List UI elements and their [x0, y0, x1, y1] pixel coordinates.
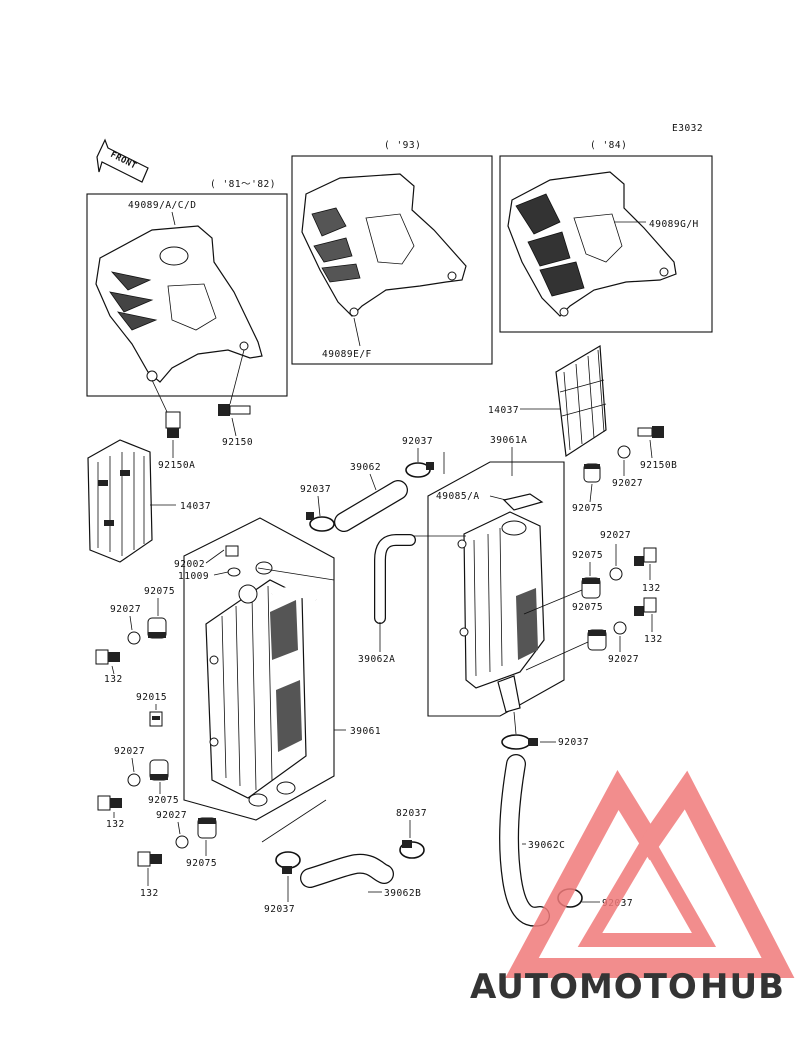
label-14037-left: 14037	[180, 501, 211, 512]
bolt-92150a	[165, 411, 181, 438]
washer-92027-top	[617, 445, 631, 459]
label-39062c: 39062C	[528, 840, 565, 851]
hose-39062	[334, 480, 408, 532]
label-92027-b: 92027	[600, 530, 631, 541]
radiator-louver-right	[555, 344, 607, 458]
year-label-93: ( '93)	[384, 140, 421, 151]
diagram-code: E3032	[672, 123, 703, 134]
label-92075-e: 92075	[148, 795, 179, 806]
label-49089acd: 49089/A/C/D	[128, 200, 196, 211]
bolt-92150b	[637, 426, 664, 438]
hose-clamp-92037-b	[306, 512, 335, 532]
grommet-92075-d	[147, 617, 167, 639]
year-label-84: ( '84)	[590, 140, 627, 151]
label-14037-top: 14037	[488, 405, 519, 416]
label-132-b: 132	[644, 634, 663, 645]
radiator-right-39061a	[457, 511, 545, 713]
label-92150: 92150	[222, 437, 253, 448]
grommet-92075-f	[197, 817, 217, 839]
label-39062a: 39062A	[358, 654, 395, 665]
hose-clamp-92037-c	[501, 734, 538, 750]
watermark-part2: HUB	[700, 967, 785, 1007]
bolt-92150	[218, 404, 251, 416]
variant-box-81-82	[86, 193, 288, 397]
label-39061a: 39061A	[490, 435, 527, 446]
label-39062: 39062	[350, 462, 381, 473]
grommet-92075-e	[149, 759, 169, 781]
label-132-d: 132	[106, 819, 125, 830]
hose-39062b	[300, 853, 394, 888]
grommet-92075-b	[581, 577, 601, 599]
label-39062b: 39062B	[384, 888, 421, 899]
hose-clamp-92037-a	[405, 462, 434, 478]
washer-92027-c	[613, 621, 627, 635]
radiator-cap-49085a	[502, 493, 544, 511]
label-92075-a: 92075	[572, 503, 603, 514]
radiator-shroud-81-82	[95, 225, 263, 383]
clip-92015	[149, 711, 163, 727]
bolt-132-a	[634, 547, 657, 566]
year-label-81-82: ( '81～'82)	[210, 179, 276, 190]
bolt-132-b	[634, 597, 657, 616]
label-11009: 11009	[178, 571, 209, 582]
label-92002: 92002	[174, 559, 205, 570]
front-arrow-icon: FRONT	[96, 138, 149, 183]
label-92015: 92015	[136, 692, 167, 703]
grommet-92075-c	[587, 629, 607, 651]
label-49089gh: 49089G/H	[649, 219, 699, 230]
label-132-a: 132	[642, 583, 661, 594]
hose-39062a	[374, 534, 416, 624]
variant-box-93	[291, 155, 493, 365]
washer-92027-d	[127, 631, 141, 645]
radiator-left-39061	[205, 561, 318, 807]
watermark-part1: AUTOMOTO	[470, 967, 698, 1007]
label-92027-c: 92027	[608, 654, 639, 665]
label-92027-e: 92027	[114, 746, 145, 757]
label-49089ef: 49089E/F	[322, 349, 372, 360]
assembly-outline-right	[427, 461, 565, 717]
label-132-c: 132	[104, 674, 123, 685]
washer-92027-b	[609, 567, 623, 581]
assembly-outline-left	[183, 517, 335, 821]
label-39061: 39061	[350, 726, 381, 737]
label-92075-b: 92075	[572, 550, 603, 561]
label-92075-f: 92075	[186, 858, 217, 869]
gasket-11009	[227, 567, 241, 577]
washer-92027-e	[127, 773, 141, 787]
label-82037: 82037	[396, 808, 427, 819]
label-92037-c: 92037	[558, 737, 589, 748]
label-92075-c: 92075	[572, 602, 603, 613]
radiator-louver-left	[87, 439, 153, 563]
washer-92027-f	[175, 835, 189, 849]
label-92037-a: 92037	[402, 436, 433, 447]
hose-clamp-92037-e	[275, 851, 301, 874]
radiator-shroud-93	[301, 173, 467, 317]
grommet-92075-a	[583, 463, 601, 483]
label-92075-d: 92075	[144, 586, 175, 597]
label-92037-b: 92037	[300, 484, 331, 495]
drain-bolt-92002	[225, 545, 239, 557]
variant-box-84	[499, 155, 713, 333]
label-92027-f: 92027	[156, 810, 187, 821]
hose-39062c	[499, 754, 550, 927]
label-92150a: 92150A	[158, 460, 195, 471]
label-92027-d: 92027	[110, 604, 141, 615]
bolt-132-e	[137, 851, 162, 867]
label-49085a: 49085/A	[436, 491, 480, 502]
label-132-e: 132	[140, 888, 159, 899]
label-92027-a: 92027	[612, 478, 643, 489]
radiator-shroud-84	[507, 171, 677, 317]
automotohub-watermark: AUTOMOTO HUB	[470, 769, 795, 1007]
hose-clamp-82037	[399, 840, 425, 859]
label-92037-e: 92037	[264, 904, 295, 915]
bolt-132-d	[97, 795, 122, 811]
label-92150b: 92150B	[640, 460, 677, 471]
bolt-132-c	[95, 649, 120, 665]
